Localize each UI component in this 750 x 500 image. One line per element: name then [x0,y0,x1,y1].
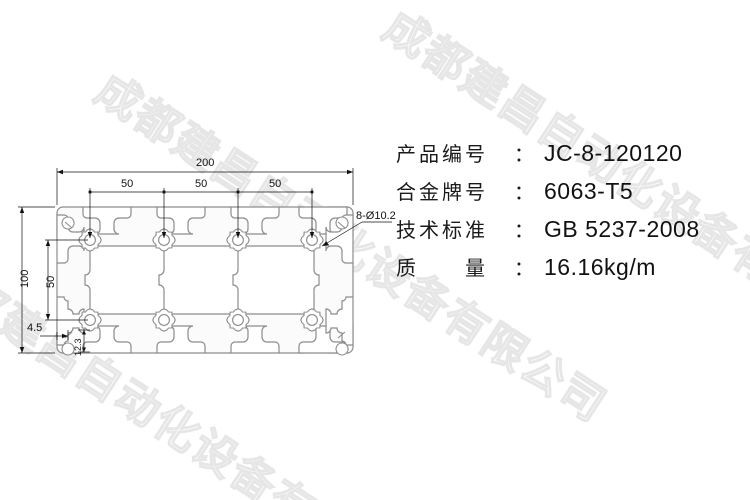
spec-row-alloy-grade: 合金牌号 ： 6063-T5 [396,176,741,214]
spec-colon-1: ： [514,142,534,166]
specification-block: 产品编号 ： JC-8-120120 合金牌号 ： 6063-T5 技术标准 ：… [396,138,741,290]
spec-colon-4: ： [514,256,534,280]
dim-overall-width: 200 [196,157,215,169]
spec-row-technical-standard: 技术标准 ： GB 5237-2008 [396,214,741,252]
spec-value-product-code: JC-8-120120 [544,140,683,166]
dim-segment-2: 50 [195,178,208,190]
profile-outline [56,206,354,356]
spec-label-weight: 质 量 [396,256,488,280]
spec-label-product-code: 产品编号 [396,142,488,166]
dimension-lines [18,168,392,354]
spec-label-alloy-grade: 合金牌号 [396,180,488,204]
spec-label-technical-standard: 技术标准 [396,218,488,242]
spec-colon-3: ： [514,218,534,242]
spec-value-technical-standard: GB 5237-2008 [544,216,700,242]
spec-value-weight: 16.16kg/m [544,254,656,280]
dim-segment-3: 50 [269,178,282,190]
dim-wall-offset: 4.5 [27,322,43,334]
spec-value-alloy-grade: 6063-T5 [544,178,634,204]
dim-hole-callout: 8-Ø10.2 [356,210,396,222]
spec-row-weight: 质 量 ： 16.16kg/m [396,252,741,290]
spec-colon-2: ： [514,180,534,204]
dim-segment-1: 50 [121,178,134,190]
spec-row-product-code: 产品编号 ： JC-8-120120 [396,138,741,176]
